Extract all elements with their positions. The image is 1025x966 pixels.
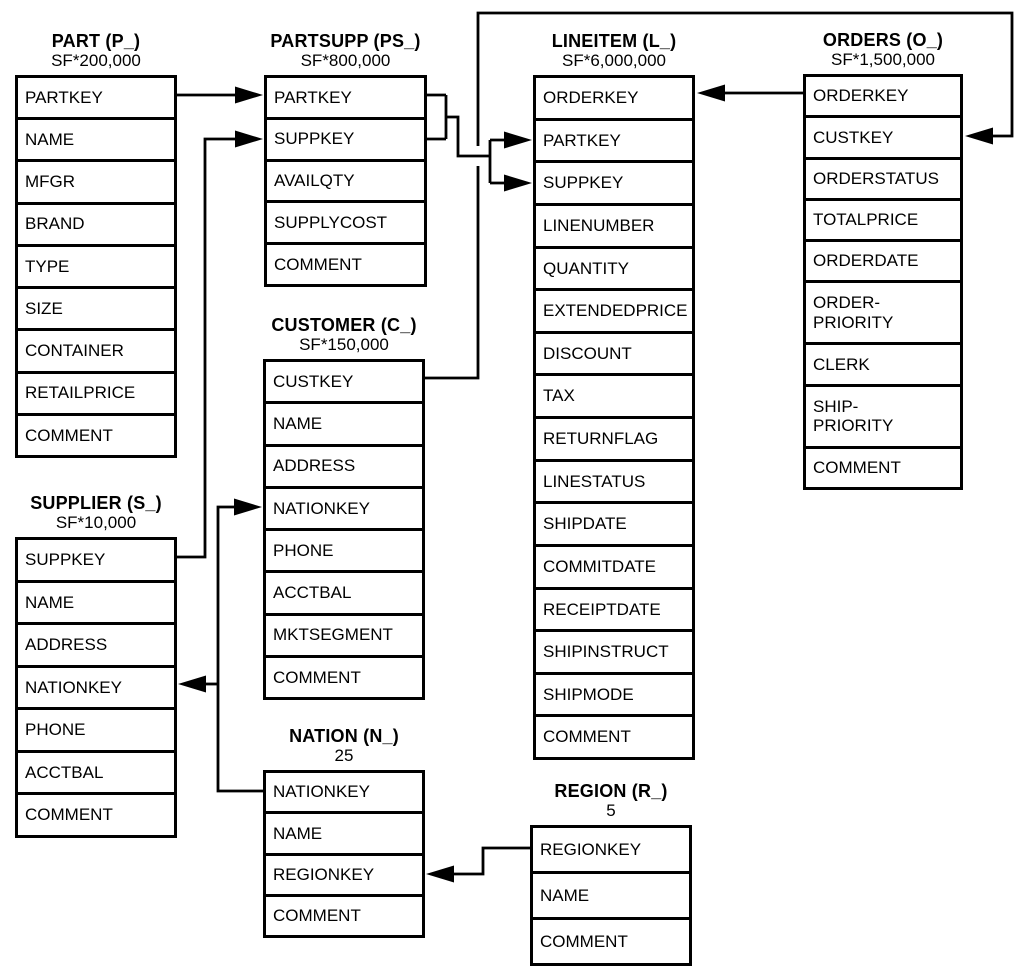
table-title-lineitem: LINEITEM (L_) [551,31,677,51]
column-orders-order-priority: ORDER- PRIORITY [806,280,960,343]
column-partsupp-supplycost: SUPPLYCOST [267,200,424,243]
column-region-regionkey: REGIONKEY [533,828,689,871]
column-part-brand: BRAND [18,201,174,244]
column-orders-ship-priority: SHIP- PRIORITY [806,383,960,446]
column-lineitem-partkey: PARTKEY [536,117,692,161]
column-lineitem-orderkey: ORDERKEY [536,78,692,118]
column-customer-address: ADDRESS [266,443,422,486]
table-cardinality-nation: 25 [334,746,354,766]
table-cardinality-supplier: SF*10,000 [55,513,137,533]
table-title-part: PART (P_) [51,31,141,51]
column-supplier-nationkey: NATIONKEY [18,664,174,708]
column-customer-mktsegment: MKTSEGMENT [266,612,422,655]
column-supplier-acctbal: ACCTBAL [18,749,174,793]
table-cardinality-region: 5 [606,801,616,821]
column-lineitem-suppkey: SUPPKEY [536,160,692,203]
column-partsupp-partkey: PARTKEY [267,78,424,117]
table-header-customer: CUSTOMER (C_)SF*150,000 [224,315,464,355]
column-orders-totalprice: TOTALPRICE [806,197,960,240]
column-lineitem-returnflag: RETURNFLAG [536,416,692,459]
column-orders-orderdate: ORDERDATE [806,239,960,281]
table-header-supplier: SUPPLIER (S_)SF*10,000 [0,493,216,533]
table-title-supplier: SUPPLIER (S_) [30,493,162,513]
table-title-partsupp: PARTSUPP (PS_) [270,31,421,51]
column-lineitem-linenumber: LINENUMBER [536,202,692,246]
column-orders-orderstatus: ORDERSTATUS [806,156,960,198]
table-header-partsupp: PARTSUPP (PS_)SF*800,000 [226,31,466,71]
column-lineitem-commitdate: COMMITDATE [536,543,692,587]
column-supplier-phone: PHONE [18,707,174,750]
column-region-comment: COMMENT [533,917,689,963]
table-header-nation: NATION (N_)25 [224,726,464,766]
column-supplier-name: NAME [18,579,174,623]
column-region-name: NAME [533,871,689,917]
column-part-name: NAME [18,117,174,160]
table-cardinality-part: SF*200,000 [51,51,141,71]
column-supplier-address: ADDRESS [18,622,174,665]
column-nation-comment: COMMENT [266,893,422,935]
column-lineitem-tax: TAX [536,373,692,416]
column-lineitem-shipdate: SHIPDATE [536,501,692,544]
column-lineitem-discount: DISCOUNT [536,330,692,374]
table-header-orders: ORDERS (O_)SF*1,500,000 [763,30,1003,70]
column-customer-custkey: CUSTKEY [266,362,422,402]
column-part-type: TYPE [18,243,174,287]
column-partsupp-comment: COMMENT [267,242,424,284]
column-lineitem-linestatus: LINESTATUS [536,458,692,502]
column-nation-name: NAME [266,811,422,853]
column-part-size: SIZE [18,286,174,329]
column-customer-phone: PHONE [266,528,422,571]
table-title-orders: ORDERS (O_) [822,30,944,50]
table-title-customer: CUSTOMER (C_) [271,315,417,335]
column-part-partkey: PARTKEY [18,78,174,118]
column-supplier-comment: COMMENT [18,792,174,836]
table-header-lineitem: LINEITEM (L_)SF*6,000,000 [494,31,734,71]
column-orders-clerk: CLERK [806,342,960,384]
table-cardinality-lineitem: SF*6,000,000 [562,51,666,71]
table-header-part: PART (P_)SF*200,000 [0,31,216,71]
column-nation-nationkey: NATIONKEY [266,773,422,812]
column-part-retailprice: RETAILPRICE [18,370,174,413]
column-customer-comment: COMMENT [266,654,422,697]
table-title-nation: NATION (N_) [289,726,399,746]
column-part-mfgr: MFGR [18,159,174,202]
table-cardinality-partsupp: SF*800,000 [300,51,391,71]
table-title-region: REGION (R_) [554,781,668,801]
column-nation-regionkey: REGIONKEY [266,852,422,894]
column-lineitem-shipinstruct: SHIPINSTRUCT [536,629,692,672]
column-lineitem-extendedprice: EXTENDEDPRICE [536,288,692,331]
column-part-container: CONTAINER [18,328,174,371]
column-partsupp-suppkey: SUPPKEY [267,116,424,159]
column-orders-comment: COMMENT [806,445,960,487]
column-lineitem-shipmode: SHIPMODE [536,671,692,715]
column-orders-custkey: CUSTKEY [806,115,960,157]
table-header-region: REGION (R_)5 [491,781,731,821]
table-cardinality-customer: SF*150,000 [299,335,389,355]
column-lineitem-comment: COMMENT [536,714,692,757]
column-orders-orderkey: ORDERKEY [806,77,960,116]
column-customer-acctbal: ACCTBAL [266,570,422,613]
column-customer-name: NAME [266,401,422,444]
column-part-comment: COMMENT [18,412,174,455]
column-customer-nationkey: NATIONKEY [266,485,422,528]
column-lineitem-receiptdate: RECEIPTDATE [536,586,692,630]
column-lineitem-quantity: QUANTITY [536,245,692,289]
column-supplier-suppkey: SUPPKEY [18,540,174,580]
table-cardinality-orders: SF*1,500,000 [831,50,935,70]
column-partsupp-availqty: AVAILQTY [267,158,424,201]
